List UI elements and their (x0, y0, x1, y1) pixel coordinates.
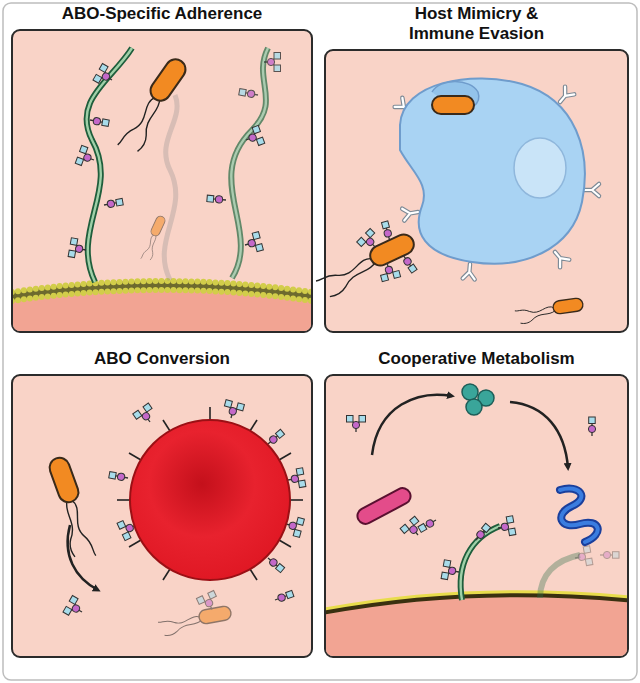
panel-title: ABO Conversion (17, 349, 307, 369)
panel: ABO Conversion (12, 349, 312, 657)
panel-title: Cooperative Metabolism (332, 349, 622, 369)
outer-frame (3, 3, 637, 680)
mimicry-panel-art (305, 50, 628, 332)
metabolism-panel-art (325, 375, 630, 660)
conversion-panel-art (12, 375, 312, 657)
panel-title: Host Mimicry & Immune Evasion (387, 4, 567, 44)
panel: Cooperative Metabolism (325, 349, 628, 657)
panel-title: ABO-Specific Adherence (17, 4, 307, 24)
adherence-panel-art (12, 30, 312, 334)
panel: Host Mimicry & Immune Evasion (325, 4, 628, 332)
panel: ABO-Specific Adherence (12, 4, 312, 332)
